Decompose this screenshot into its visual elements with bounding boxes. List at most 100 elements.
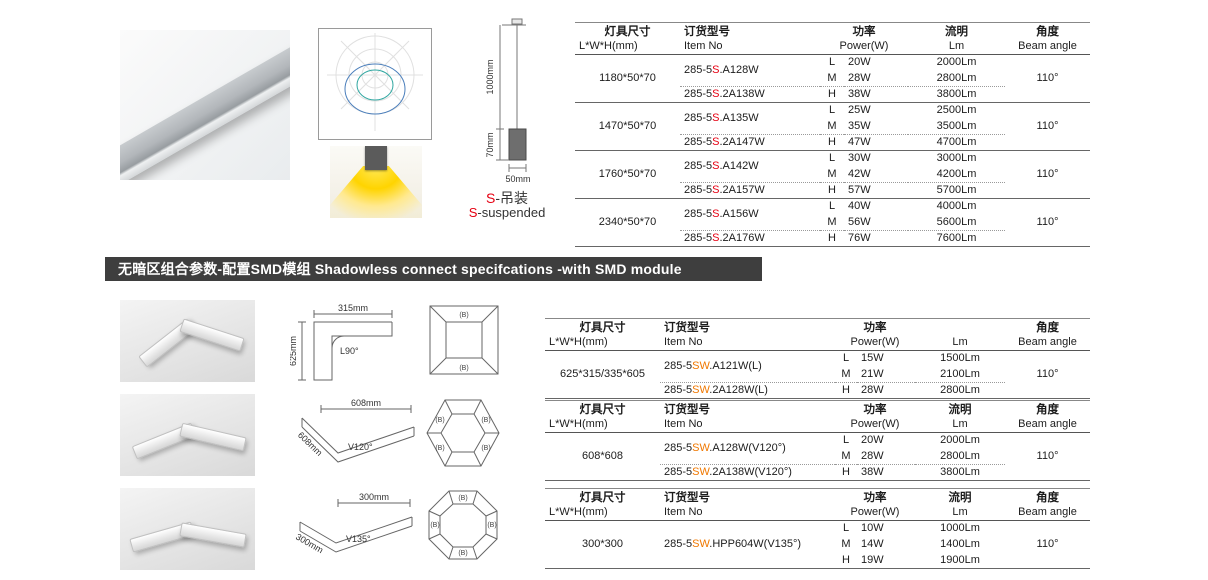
angle-cell: 110° [1005,431,1090,480]
level-cell: H [820,85,844,102]
section-banner: 无暗区组合参数-配置SMD模组 Shadowless connect speci… [105,257,762,281]
photometric-diagram [318,28,432,140]
suspension-label-en: S-suspended [442,205,572,220]
size-cell: 2340*50*70 [575,197,680,246]
lumen-cell: 2000Lm [915,431,1005,448]
watt-cell: 38W [844,85,908,102]
watt-cell: 57W [844,181,908,198]
suspension-code-letter: S [468,205,478,220]
level-cell: H [820,181,844,198]
corner-diagram-l90: 315mm 625mm L90° [290,303,393,381]
size-cell: 1470*50*70 [575,101,680,150]
lumen-cell: 2800Lm [915,381,1005,398]
polar-curve-primary [344,63,406,115]
item-no-cell: 285-5S.2A176W [680,229,820,246]
lumen-cell: 3800Lm [915,463,1005,480]
watt-cell: 21W [861,367,884,380]
lumen-cell: 1000Lm [915,519,1005,536]
suspension-label-cn: S-吊装 [442,188,572,208]
corner-diagram-v135: 300mm 300mm V135° [294,492,413,555]
connection-diagram-hexagon: (B) (B) (B) (B) [426,399,500,467]
dim-label: 608mm [351,398,381,408]
connector-label: (B) [435,445,444,452]
item-no-cell: 285-5SW.A128W(V120°) [660,431,835,464]
connector-label: (B) [430,522,439,529]
fixture-endcap [365,146,387,170]
dim-label: 608mm [296,430,325,458]
product-photo-v135 [120,488,255,570]
item-no-cell: 285-5S.2A157W [680,181,820,198]
angle-label: V120° [348,442,373,452]
product-photo-v120 [120,394,255,476]
level-cell: L [820,149,844,166]
lumen-cell: 4200Lm [936,167,977,180]
item-no-cell: 285-5S.A128W [680,53,820,86]
level-cell: L [820,101,844,118]
lumen-cell: 3500Lm [936,119,977,132]
watt-cell: 28W [857,381,915,398]
lumen-cell: 3800Lm [908,85,1005,102]
lumen-cell: 2000Lm [908,53,1005,70]
connector-label: (B) [435,417,444,424]
lumen-cell: 7600Lm [908,229,1005,246]
watt-cell: 30W [844,149,908,166]
lumen-cell: 2800Lm [940,449,980,462]
level-cell: H [835,381,857,398]
lumen-cell: 3000Lm [908,149,1005,166]
size-cell: 608*608 [545,431,660,480]
watt-cell: 76W [844,229,908,246]
angle-cell: 110° [1005,519,1090,568]
item-no-cell: 285-5S.A142W [680,149,820,182]
level-cell: L [835,349,857,366]
lumen-cell: 1900Lm [940,553,980,566]
size-cell: 300*300 [545,519,660,568]
size-cell: 1760*50*70 [575,149,680,198]
level-cell: M [827,119,837,132]
connector-label: (B) [481,417,490,424]
level-cell: L [835,519,857,536]
connection-diagram-square: (B) (B) [429,305,499,375]
product-photo-linear [120,30,290,180]
beam-photo [330,146,422,218]
item-no-cell: 285-5SW.2A138W(V120°) [660,463,835,480]
size-cell: 625*315/335*605 [545,349,660,398]
watt-cell: 20W [857,431,915,448]
lumen-cell: 1500Lm [915,349,1005,366]
level-cell: M [841,367,851,380]
watt-cell: 20W [844,53,908,70]
item-no-cell: 285-5S.A156W [680,197,820,230]
connector-label: (B) [458,495,467,502]
watt-cell: 25W [844,101,908,118]
watt-cell: 47W [844,133,908,150]
level-cell: M [827,167,837,180]
level-cell: M [827,215,837,228]
lumen-cell: 4700Lm [908,133,1005,150]
suspension-label-cn-text: -吊装 [495,190,528,206]
connection-diagram-octagon: (B) (B) (B) (B) [428,490,498,560]
item-no-cell: 285-5SW.HPP604W(V135°) [660,519,835,568]
suspension-code-letter: S [485,190,496,206]
angle-label: L90° [340,346,359,356]
lumen-cell: 2500Lm [908,101,1005,118]
polar-curve-secondary [356,69,394,101]
